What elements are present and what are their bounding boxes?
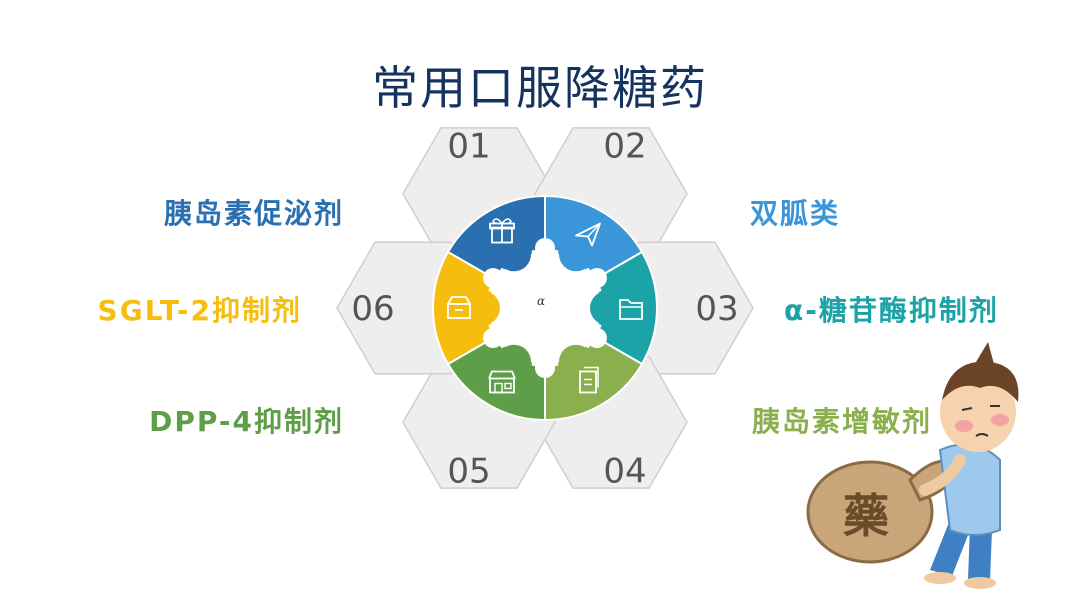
hex-number-04: 04	[603, 451, 646, 491]
sack-label: 藥	[843, 489, 889, 543]
sector-tab-02	[559, 237, 593, 272]
box-icon	[447, 296, 471, 319]
folder-icon	[619, 299, 643, 320]
sector-tab-04	[559, 344, 593, 379]
label-06: SGLT-2抑制剂	[97, 294, 302, 327]
label-02: 双胍类	[750, 197, 841, 230]
sector-tab-03	[590, 291, 624, 325]
sector-tab-06	[466, 291, 500, 325]
gift-icon	[489, 218, 515, 244]
sector-tab-05	[497, 344, 531, 379]
hex-number-03: 03	[695, 289, 738, 329]
shop-icon	[488, 370, 516, 394]
hex-number-02: 02	[603, 127, 646, 167]
center-label: α	[537, 294, 545, 308]
label-03: α-糖苷酶抑制剂	[784, 294, 999, 327]
hex-number-06: 06	[351, 289, 394, 329]
label-04: 胰岛素增敏剂	[752, 405, 933, 438]
label-05: DPP-4抑制剂	[149, 405, 344, 438]
label-01: 胰岛素促泌剂	[163, 197, 344, 230]
man-carrying-medicine-sack-illustration: 藥	[806, 342, 1019, 589]
hex-number-01: 01	[447, 127, 490, 167]
sector-tab-01	[497, 237, 531, 272]
paper-plane-icon	[575, 222, 601, 247]
document-icon	[579, 366, 599, 394]
hex-number-05: 05	[447, 451, 490, 491]
page-title: 常用口服降糖药	[372, 61, 708, 115]
center-hole	[489, 252, 601, 364]
